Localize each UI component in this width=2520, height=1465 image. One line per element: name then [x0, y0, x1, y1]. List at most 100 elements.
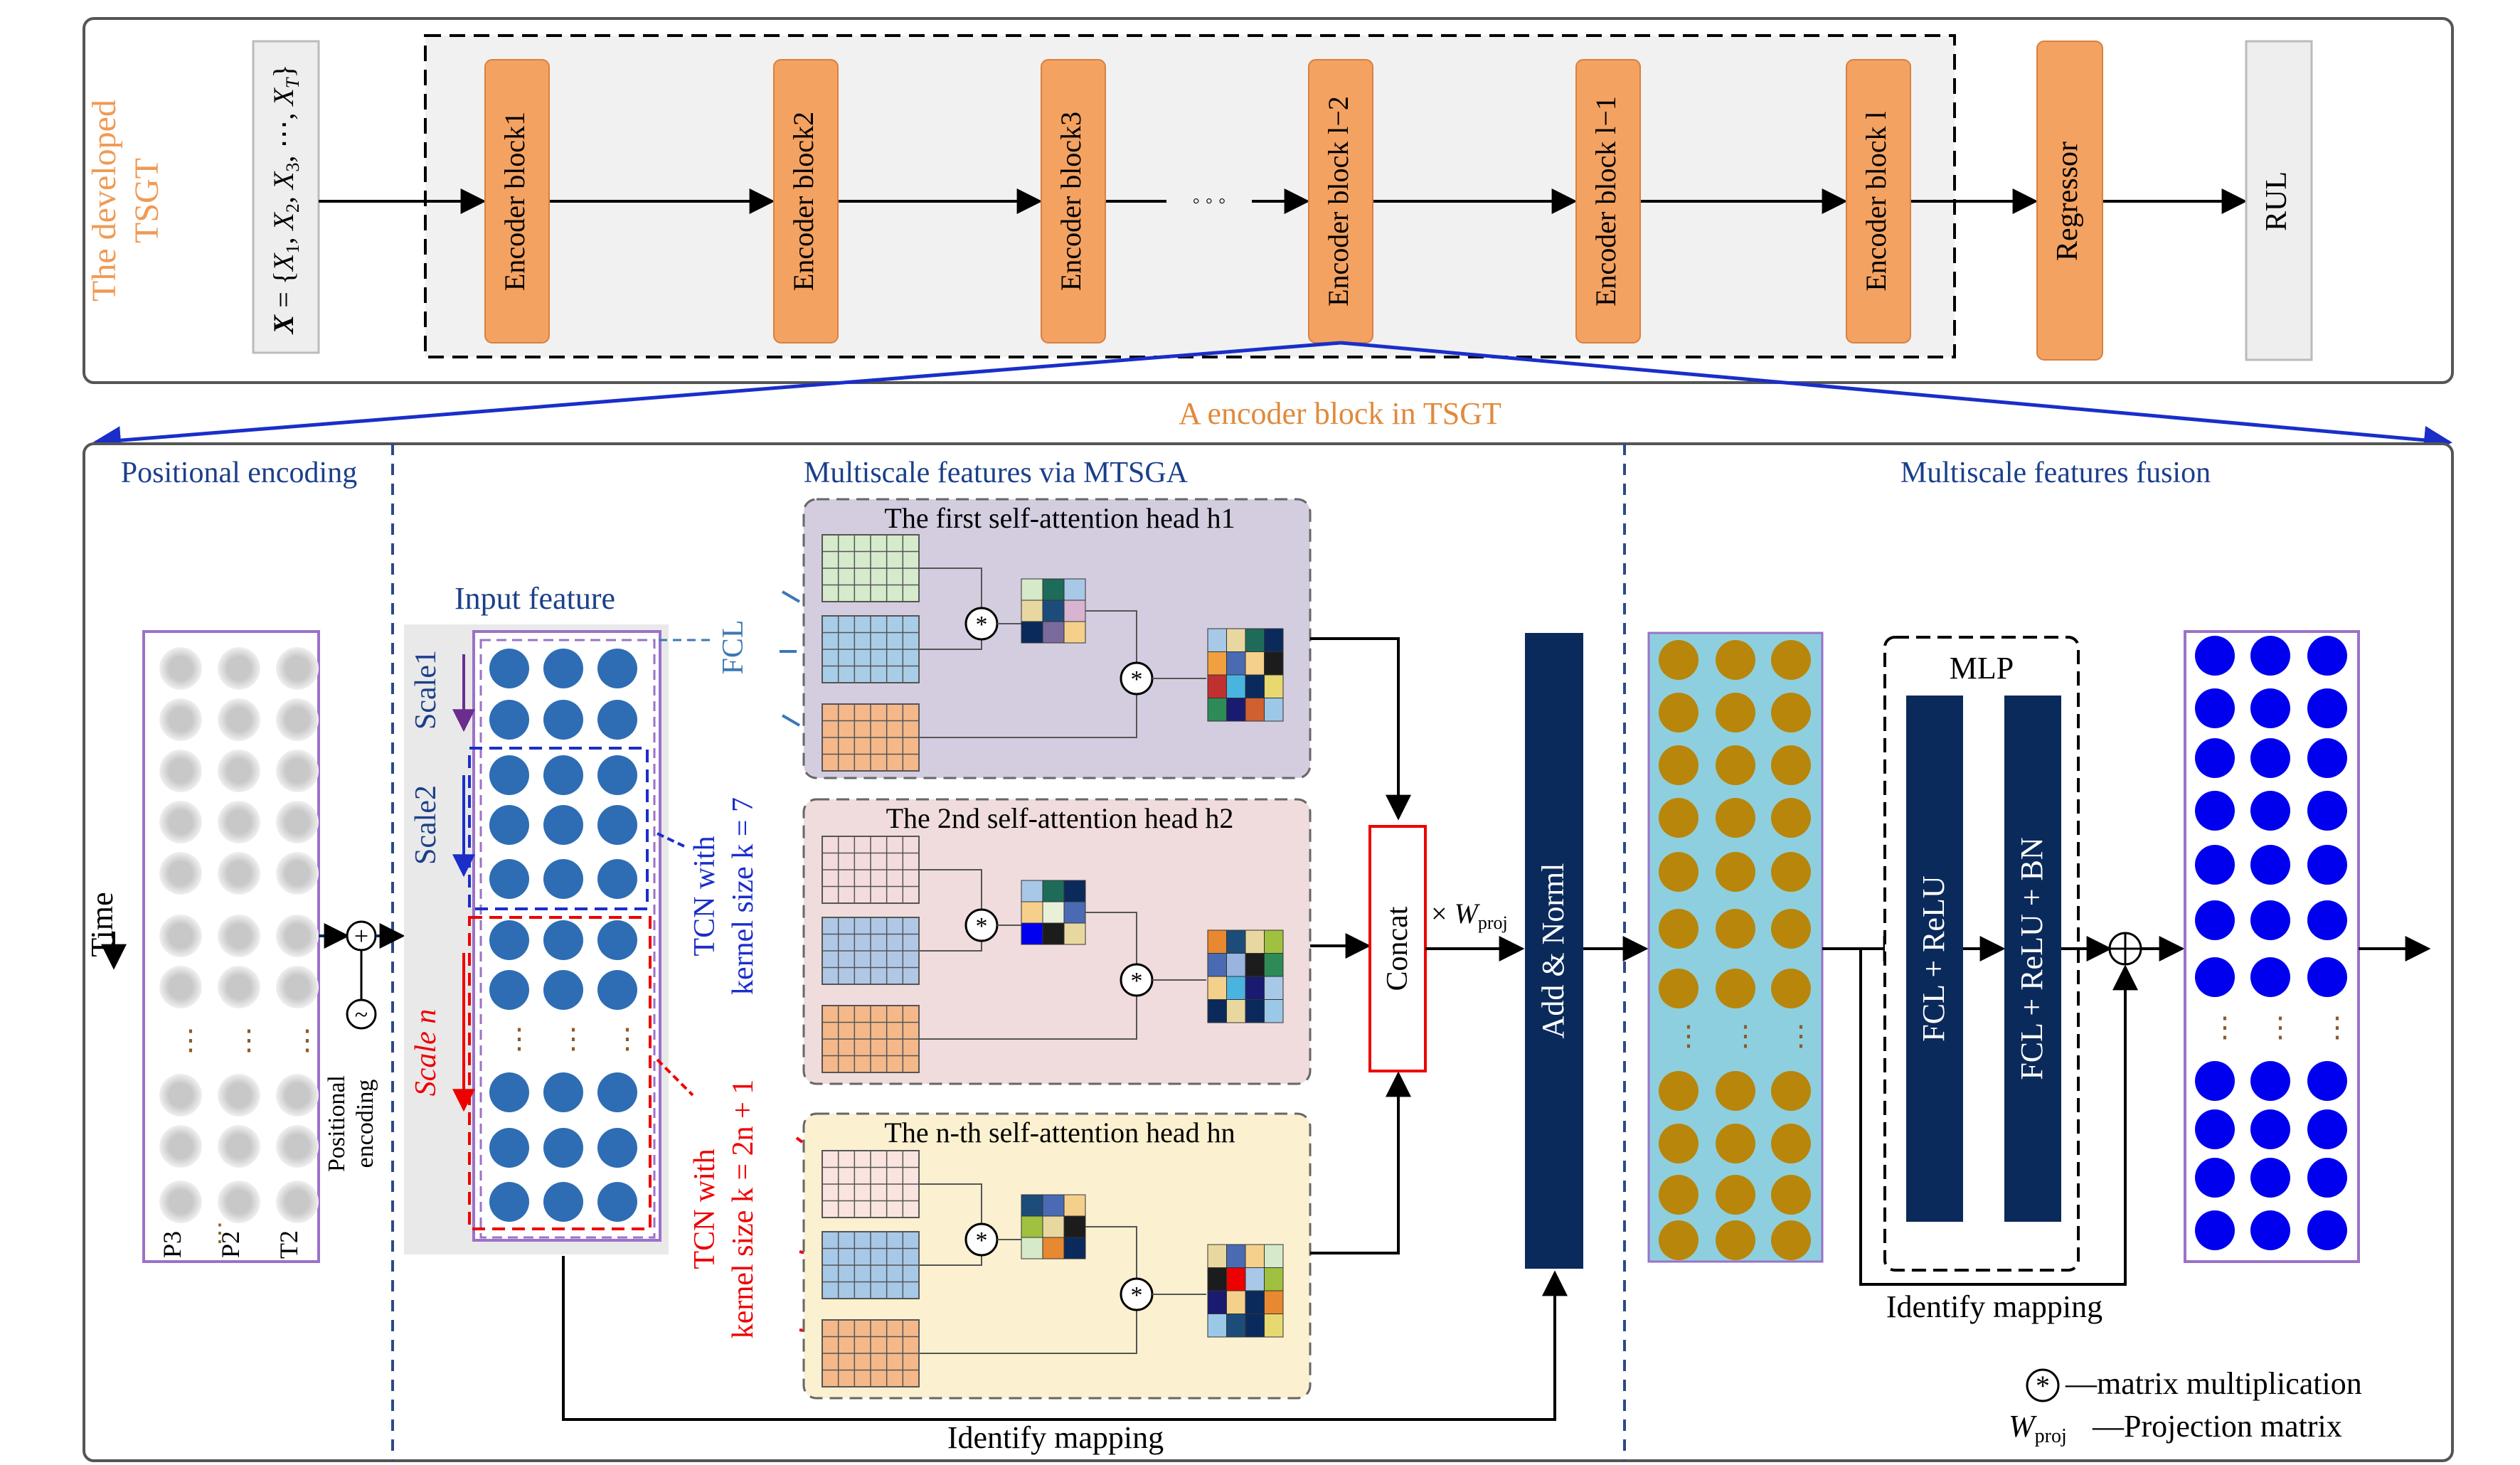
head1-title: The first self-attention head h1: [884, 502, 1235, 534]
feature-cell: [597, 700, 637, 740]
input-cell: [218, 1074, 260, 1117]
output-cell: [2250, 791, 2290, 831]
svg-text:⋮: ⋮: [559, 1023, 588, 1055]
scale1-bracket: [479, 639, 656, 1239]
svg-text:*: *: [976, 913, 988, 939]
output-cell: [2195, 738, 2235, 778]
identify-mapping-label-2: Identify mapping: [1886, 1289, 2102, 1324]
fused-cell: [1771, 969, 1811, 1008]
fused-cell: [1716, 640, 1755, 680]
output-cell: [2307, 688, 2347, 728]
output-cell: [2250, 688, 2290, 728]
output-feature-matrix: [2184, 630, 2360, 1263]
output-cell: [2250, 636, 2290, 676]
output-cell: [2250, 900, 2290, 940]
col-label-p2: P2: [216, 1231, 245, 1258]
legend: * —matrix multiplication Wproj —Projecti…: [2009, 1366, 2362, 1447]
input-cell: [276, 1181, 319, 1223]
input-cell: [218, 915, 260, 957]
input-cell: [276, 915, 319, 957]
feature-cell: [597, 920, 637, 960]
output-cell: [2195, 1210, 2235, 1250]
scale-n-bracket: [468, 916, 652, 1230]
svg-text:FCL + ReLU + BN: FCL + ReLU + BN: [2014, 837, 2049, 1080]
multiscale-section: Input feature ⋮⋮⋮ Scale1 Scale2 Scale n …: [404, 498, 1649, 1455]
scale-n-label: Scale n: [410, 1009, 442, 1096]
fused-cell: [1659, 693, 1698, 732]
fused-cell: [1659, 745, 1698, 785]
encoder-block-2: Encoder block2: [773, 59, 839, 343]
output-cell: [2250, 845, 2290, 885]
feature-cell: [597, 1182, 637, 1222]
input-cell: [159, 750, 202, 792]
tcn7-label-2: kernel size k = 7: [727, 797, 760, 995]
output-cell: [2307, 1158, 2347, 1198]
fused-cell: [1716, 909, 1755, 949]
output-cell: [2195, 791, 2235, 831]
feature-cell: [543, 920, 583, 960]
encoder-block-l-2: Encoder block l−2: [1308, 59, 1373, 343]
fused-cell: [1659, 1220, 1698, 1260]
feature-cell: [489, 1128, 529, 1168]
svg-text:⋮: ⋮: [293, 1024, 321, 1056]
output-cell: [2195, 1109, 2235, 1149]
output-cell: [2307, 900, 2347, 940]
feature-cell: [597, 859, 637, 899]
scale2-label: Scale2: [410, 785, 442, 865]
mlp-label: MLP: [1950, 651, 2014, 686]
encoder-block-1: Encoder block1: [484, 59, 550, 343]
fused-cell: [1771, 909, 1811, 949]
input-cell: [218, 750, 260, 792]
feature-cell: [489, 649, 529, 688]
encoder-stack-region: [424, 34, 1956, 358]
feature-cell: [489, 805, 529, 845]
head2-title: The 2nd self-attention head h2: [886, 802, 1234, 834]
fused-cell: [1659, 1175, 1698, 1215]
fcl-label: FCL: [717, 619, 750, 674]
feature-cell: [543, 805, 583, 845]
output-cell: [2195, 636, 2235, 676]
legend-wproj-symbol: Wproj: [2009, 1409, 2067, 1447]
fcl-relu-bn-block: FCL + ReLU + BN: [2004, 696, 2061, 1222]
add-norm-block: Add & Norml: [1525, 633, 1583, 1269]
feature-cell: [489, 700, 529, 740]
fused-cell: [1716, 693, 1755, 732]
sinusoid-icon: [346, 998, 377, 1030]
output-cell: [2195, 845, 2235, 885]
feature-cell: [597, 970, 637, 1010]
fused-cell: [1771, 745, 1811, 785]
output-cell: [2195, 900, 2235, 940]
input-cell: [218, 647, 260, 690]
input-cell: [218, 966, 260, 1008]
output-cell: [2195, 1158, 2235, 1198]
svg-text:⋮: ⋮: [176, 1024, 205, 1056]
fused-cell: [1771, 1124, 1811, 1163]
input-cell: [218, 852, 260, 895]
feature-cell: [543, 700, 583, 740]
svg-text:⋮: ⋮: [505, 1023, 533, 1055]
output-cell: [2250, 957, 2290, 997]
output-cell: [2250, 1061, 2290, 1101]
expansion-lines: [92, 341, 2452, 455]
input-cell: [276, 852, 319, 895]
svg-text:Regressor: Regressor: [2051, 142, 2084, 261]
feature-cell: [489, 1072, 529, 1112]
fused-cell: [1659, 969, 1698, 1008]
output-cell: [2307, 845, 2347, 885]
regressor-block: Regressor: [2036, 41, 2103, 361]
svg-text:Encoder block l−2: Encoder block l−2: [1322, 96, 1354, 307]
feature-cell: [489, 970, 529, 1010]
output-cell: [2250, 1210, 2290, 1250]
output-cell: [2195, 1061, 2235, 1101]
top-panel: The developed TSGT X = {X1, X2, X3, ⋯, X…: [83, 17, 2454, 384]
fused-cell: [1771, 640, 1811, 680]
output-cell: [2307, 791, 2347, 831]
input-cell: [276, 698, 319, 741]
svg-text:⋮: ⋮: [1731, 1020, 1760, 1052]
fused-cell: [1716, 1175, 1755, 1215]
feature-cell: [489, 859, 529, 899]
input-cell: [159, 966, 202, 1008]
input-cell: [159, 1125, 202, 1168]
svg-text:*: *: [976, 1227, 988, 1254]
section-multiscale-title: Multiscale features via MTSGA: [804, 457, 1189, 489]
